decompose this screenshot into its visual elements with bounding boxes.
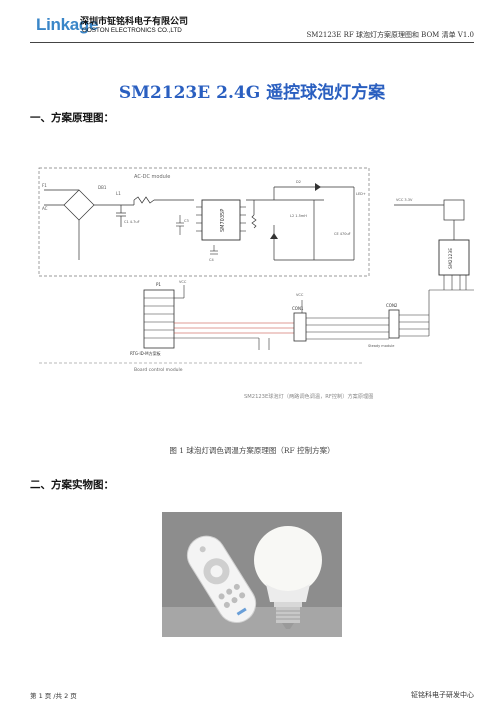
document-title: SM2123E 2.4G 遥控球泡灯方案: [118, 83, 386, 103]
c3-label: C3: [184, 219, 189, 223]
vcc-bus: [174, 285, 270, 350]
ac-dc-module-box: [38, 167, 370, 277]
driver-ic: [201, 199, 241, 241]
bridge-rectifier: [44, 189, 95, 221]
led-plus-label: LED+: [356, 192, 366, 196]
con1-to-con2: [301, 300, 389, 340]
company-name-en: GOSTON ELECTRONICS CO.,LTD: [82, 27, 182, 34]
signal-bus: [174, 322, 294, 334]
rf-board-label: RTG-ID-M方案板: [130, 350, 161, 356]
regulator-block: [394, 199, 465, 240]
header-divider: [30, 42, 474, 43]
con1-vcc-label: VCC: [296, 293, 304, 297]
steady-module-label: Steady module: [368, 344, 394, 348]
footer-center-name: 钲铭科电子研发中心: [411, 691, 474, 699]
ic-pins: [196, 206, 246, 232]
board-module-label: Board control module: [134, 367, 183, 373]
led-bulb: [254, 526, 322, 629]
d-label: D2: [296, 180, 301, 184]
con1-connector: [293, 312, 307, 342]
dc-bus: [78, 196, 194, 260]
remote-control: [186, 535, 257, 624]
page-number: 第 1 页 /共 2 页: [30, 692, 77, 700]
p1-label: P1: [156, 282, 161, 287]
p1-connector: [143, 289, 175, 349]
c4-label: C4: [209, 258, 214, 262]
bridge-label: DB1: [98, 185, 107, 190]
section-heading-schematic: 一、方案原理图：: [30, 112, 114, 124]
l2-label: L2 1.5mH: [290, 214, 307, 218]
p1-vcc-label: VCC: [179, 280, 187, 284]
output-stage: [246, 186, 355, 261]
p1-pins: [144, 297, 174, 339]
sm2123e-ic-label: SM2123E: [448, 248, 454, 269]
c1-label: C1 4.7uF: [124, 220, 140, 224]
freewheel-diode: [270, 233, 278, 239]
inductor-label: L1: [116, 191, 121, 196]
capacitor-c1: [116, 205, 126, 227]
ce-label: CE 470uF: [334, 232, 351, 236]
con2-wires: [399, 290, 430, 337]
output-diode: [315, 183, 321, 191]
company-name-cn: 深圳市钲铭科电子有限公司: [80, 17, 189, 27]
figure-caption: 图 1 球泡灯调色调温方案原理图（RF 控制方案）: [169, 446, 335, 455]
fuse-label: F1: [42, 183, 47, 188]
sm2123e-ic: [438, 239, 470, 276]
cap-c4: [210, 245, 218, 255]
circuit-schematic: AC-DC module F1 AC DB1 L1 C1 4.7uF SM703…: [38, 167, 474, 400]
con1-label: CON1: [292, 306, 304, 311]
document-header-title: SM2123E RF 球泡灯方案原理图和 BOM 清单 V1.0: [306, 31, 474, 39]
product-photo: [162, 512, 342, 637]
sm2123e-pins: [429, 275, 474, 291]
con2-label: CON2: [386, 303, 398, 308]
cap-c3: [176, 215, 184, 235]
ac-input-label: AC: [42, 206, 48, 211]
vcc-rail-label: VCC 3.3V: [396, 198, 413, 202]
driver-ic-label: SM7035P: [220, 209, 226, 232]
ac-dc-module-label: AC-DC module: [134, 174, 170, 180]
company-logo: Linkage: [36, 15, 99, 34]
section-heading-photo: 二、方案实物图：: [30, 479, 114, 491]
con2-connector: [388, 309, 400, 339]
schematic-figure-note: SM2123E球泡灯（两路调色调温，RF控制）方案原理图: [244, 392, 373, 400]
